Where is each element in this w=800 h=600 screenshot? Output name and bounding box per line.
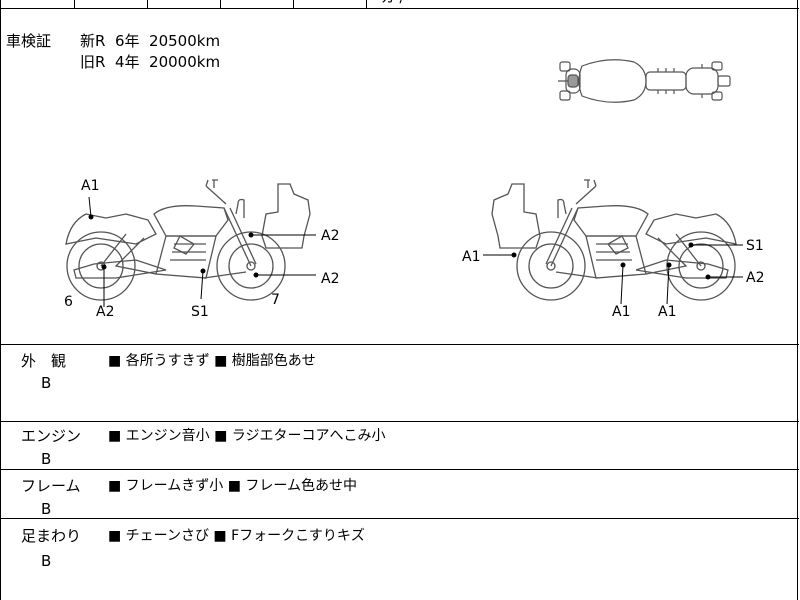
- inspection-label: フレーム: [21, 477, 81, 495]
- damage-mark: A1: [658, 304, 677, 320]
- damage-mark: A2: [746, 270, 765, 286]
- top-strip-text: ガ /: [381, 0, 404, 5]
- registration-old: 旧R 4年 20000km: [80, 53, 221, 71]
- damage-mark: A1: [81, 178, 100, 194]
- inspection-notes: ■ フレームきず小 ■ フレーム色あせ中: [108, 478, 357, 494]
- inspection-grade: B: [41, 450, 52, 468]
- top-table-strip: ガ /: [1, 0, 799, 9]
- inspection-row-exterior: 外 観 B ■ 各所うすきず ■ 樹脂部色あせ: [1, 345, 799, 422]
- inspection-label: 足まわり: [21, 527, 82, 545]
- damage-mark: A1: [462, 249, 481, 265]
- inspection-row-engine: エンジン B ■ エンジン音小 ■ ラジエターコアへこみ小: [1, 422, 799, 470]
- damage-mark: S1: [191, 304, 209, 320]
- damage-mark: A2: [321, 228, 340, 244]
- motorcycle-top-view-icon: [558, 59, 731, 103]
- damage-mark: A1: [612, 304, 631, 320]
- inspection-label: エンジン: [21, 427, 82, 445]
- strip-divider: [220, 0, 221, 8]
- inspection-label: 外 観: [21, 352, 67, 370]
- motorcycle-right-side-icon: [491, 179, 737, 301]
- damage-mark: A2: [96, 304, 115, 320]
- leader-lines: [88, 196, 743, 307]
- wheel-number: 6: [64, 294, 73, 310]
- inspection-notes: ■ チェーンさび ■ Fフォークこすりキズ: [108, 528, 365, 544]
- inspection-notes: ■ 各所うすきず ■ 樹脂部色あせ: [108, 353, 316, 369]
- wheel-number: 7: [271, 292, 280, 308]
- inspection-grade: B: [41, 552, 52, 570]
- damage-mark: A2: [321, 271, 340, 287]
- inspection-grade: B: [41, 374, 52, 392]
- damage-diagram: 車検証 新R 6年 20500km 旧R 4年 20000km: [1, 9, 799, 345]
- strip-divider: [293, 0, 294, 8]
- strip-divider: [74, 0, 75, 8]
- inspection-row-suspension: 足まわり B ■ チェーンさび ■ Fフォークこすりキズ: [1, 519, 799, 600]
- motorcycle-left-side-icon: [65, 179, 311, 301]
- registration-new: 新R 6年 20500km: [80, 32, 221, 50]
- registration-label: 車検証: [6, 32, 52, 50]
- inspection-grade: B: [41, 500, 52, 518]
- inspection-row-frame: フレーム B ■ フレームきず小 ■ フレーム色あせ中: [1, 470, 799, 519]
- inspection-notes: ■ エンジン音小 ■ ラジエターコアへこみ小: [108, 428, 386, 444]
- strip-divider: [366, 0, 367, 8]
- strip-divider: [147, 0, 148, 8]
- damage-mark: S1: [746, 238, 764, 254]
